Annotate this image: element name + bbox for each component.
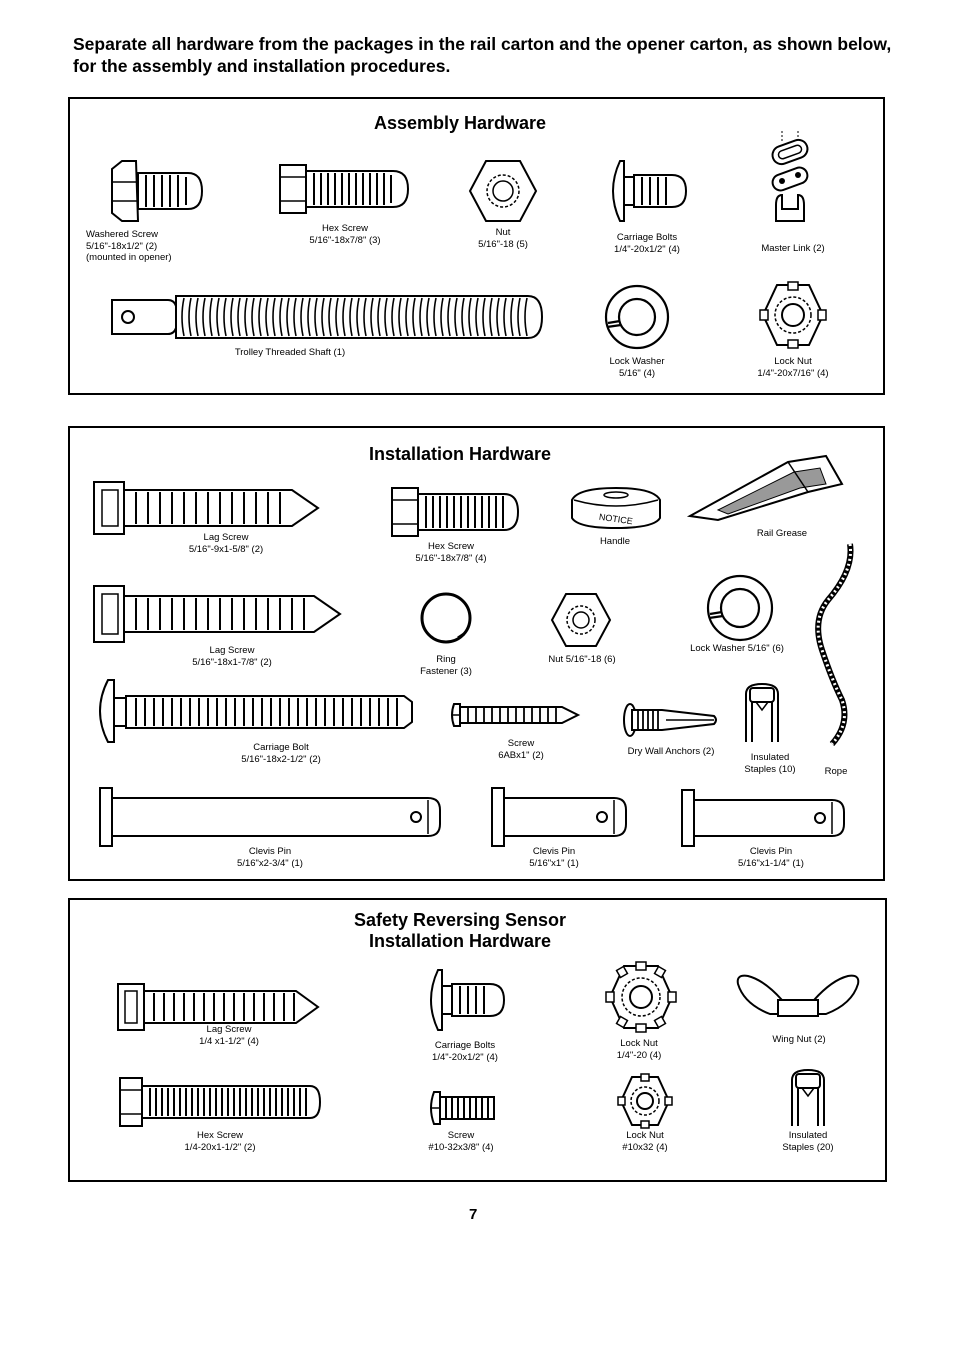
nut-label: Nut 5/16"-18 (5) [478, 227, 528, 250]
master-link-icon [771, 131, 809, 222]
assembly-hardware-panel: Assembly Hardware Washered Screw 5/16"-1… [68, 97, 885, 395]
safety-sensor-title-line2: Installation Hardware [368, 931, 552, 951]
handle-notice-text: NOTICE [598, 512, 633, 527]
hex-screw-icon [391, 487, 520, 537]
lag-screw-icon [117, 983, 320, 1031]
lock-nut-label: Lock Nut 1/4"-20x7/16" (4) [757, 356, 829, 379]
lock-nut-icon [605, 961, 677, 1033]
hex-nut-icon [468, 160, 538, 222]
installation-hardware-panel: Installation Hardware Lag Screw 5/16"-9x… [68, 426, 885, 881]
page-number: 7 [469, 1206, 478, 1223]
rope-label: Rope [824, 766, 848, 777]
safety-sensor-title: Safety Reversing Sensor Installation Har… [310, 910, 610, 952]
carriage-bolts-label: Carriage Bolts 1/4"-20x1/2" (4) [614, 232, 680, 255]
carriage-bolt-icon [612, 160, 688, 222]
lag-screw-icon [93, 585, 342, 643]
master-link-label: Master Link (2) [761, 243, 825, 254]
carriage-bolts-label: Carriage Bolts 1/4"-20x1/2" (4) [432, 1040, 498, 1063]
lag-screw-label: Lag Screw 1/4 x1-1/2" (4) [199, 1024, 259, 1047]
dry-wall-anchors-label: Dry Wall Anchors (2) [627, 746, 715, 757]
intro-instruction: Separate all hardware from the packages … [73, 34, 892, 76]
installation-hardware-title: Installation Hardware [368, 444, 552, 464]
carriage-bolt-label: Carriage Bolt 5/16"-18x2-1/2" (2) [241, 742, 321, 765]
hex-screw-label: Hex Screw 5/16"-18x7/8" (3) [309, 223, 381, 246]
washered-screw-icon [111, 160, 204, 222]
wing-nut-label: Wing Nut (2) [772, 1034, 826, 1045]
lag-screw-label: Lag Screw 5/16"-9x1-5/8" (2) [188, 532, 264, 555]
hex-screw-icon [279, 164, 410, 214]
clevis-pin-label: Clevis Pin 5/16"x2-3/4" (1) [237, 846, 303, 869]
assembly-hardware-title: Assembly Hardware [373, 113, 547, 133]
screw-icon [451, 703, 581, 727]
trolley-threaded-shaft-icon [111, 295, 544, 339]
clevis-pin-icon [681, 789, 845, 847]
hex-screw-icon [119, 1077, 322, 1127]
nut-label: Nut 5/16"-18 (6) [548, 654, 616, 665]
rope-icon [815, 543, 854, 747]
lock-washer-icon [706, 574, 774, 642]
carriage-bolt-icon [99, 679, 413, 743]
safety-sensor-hardware-panel: Safety Reversing Sensor Installation Har… [68, 898, 887, 1182]
rail-grease-label: Rail Grease [756, 528, 808, 539]
hex-nut-icon [550, 593, 612, 647]
clevis-pin-label: Clevis Pin 5/16"x1-1/4" (1) [738, 846, 804, 869]
lock-nut-10-label: Lock Nut #10x32 (4) [622, 1130, 668, 1153]
lag-screw-icon [93, 481, 320, 535]
clevis-pin-icon [99, 787, 441, 847]
lag-screw-label: Lag Screw 5/16"-18x1-7/8" (2) [192, 645, 272, 668]
lock-nut-icon [617, 1073, 673, 1129]
clevis-pin-label: Clevis Pin 5/16"x1" (1) [529, 846, 579, 869]
small-screw-label: Screw 6ABx1" (2) [498, 738, 544, 761]
rail-grease-icon [686, 454, 844, 522]
hex-screw-label: Hex Screw 1/4-20x1-1/2" (2) [184, 1130, 256, 1153]
lock-nut-label: Lock Nut 1/4"-20 (4) [616, 1038, 662, 1061]
screw-10-label: Screw #10-32x3/8" (4) [428, 1130, 494, 1153]
screw-icon [430, 1091, 495, 1125]
ring-fastener-label: Ring Fastener (3) [420, 654, 472, 677]
carriage-bolt-icon [430, 969, 506, 1031]
lock-washer-label: Lock Washer 5/16" (4) [609, 356, 665, 379]
insulated-staple-icon [745, 682, 779, 742]
lock-washer-label: Lock Washer 5/16" (6) [690, 643, 784, 654]
safety-sensor-title-line1: Safety Reversing Sensor [353, 910, 567, 930]
washered-screw-label: Washered Screw 5/16"-18x1/2" (2) (mounte… [86, 229, 172, 263]
handle-label: Handle [599, 536, 631, 547]
clevis-pin-icon [491, 787, 627, 847]
hex-screw-label: Hex Screw 5/16"-18x7/8" (4) [415, 541, 487, 564]
lock-nut-icon [759, 281, 827, 349]
trolley-shaft-label: Trolley Threaded Shaft (1) [234, 347, 346, 358]
lock-washer-icon [604, 284, 670, 350]
dry-wall-anchor-icon [623, 703, 717, 737]
insulated-staples-label: Insulated Staples (20) [782, 1130, 834, 1153]
wing-nut-icon [736, 974, 860, 1017]
insulated-staple-icon [791, 1068, 825, 1126]
handle-icon: NOTICE [571, 486, 661, 530]
insulated-staples-label: Insulated Staples (10) [744, 752, 796, 775]
ring-fastener-icon [420, 592, 472, 644]
